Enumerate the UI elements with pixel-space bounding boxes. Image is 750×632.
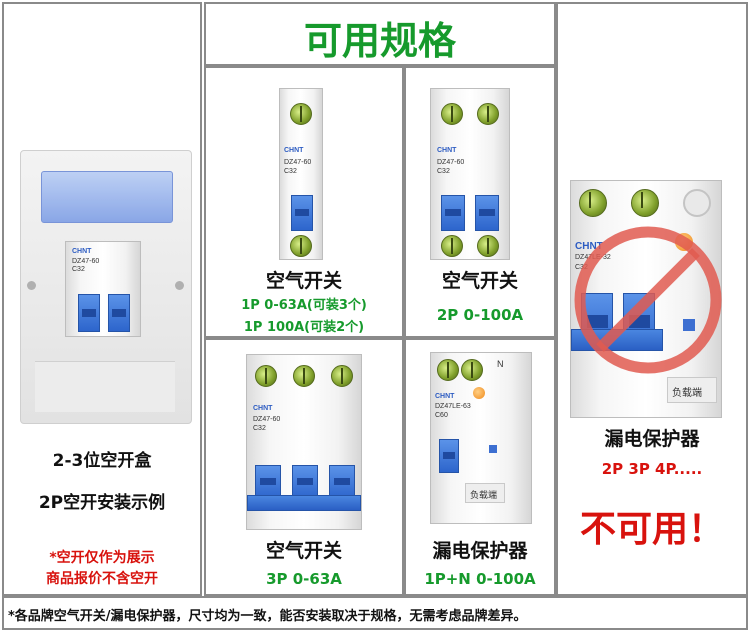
p4-terminal-n: N [497, 359, 504, 369]
breaker-2p-image: CHNT DZ47-60 C32 [430, 88, 510, 260]
prohibited-slash [596, 248, 700, 352]
p1-spec2: 1P 100A(可装2个) [243, 320, 365, 335]
not-usable-warning: 不可用！ [579, 509, 724, 550]
p4-lever [439, 439, 459, 473]
cell-1p-breaker: CHNT DZ47-60 C32 空气开关 1P 0-63A(可装3个) 1P … [204, 66, 404, 338]
screw-top [579, 189, 607, 217]
p4-rating: C60 [435, 412, 448, 419]
cell-3p-breaker: CHNT DZ47-60 C32 空气开关 3P 0-63A [204, 338, 404, 596]
p1-title: 空气开关 [265, 270, 342, 292]
prohibited-ring [574, 226, 722, 374]
screw-top [437, 359, 459, 381]
screw-top [255, 365, 277, 387]
p2-model: DZ47-60 [437, 159, 465, 166]
box-note-line2: 商品报价不含空开 [46, 571, 158, 587]
prohibited-icon [574, 226, 722, 374]
mount-screw-left [27, 281, 36, 290]
p3-model: DZ47-60 [253, 416, 281, 423]
p2-lever-1 [441, 195, 465, 231]
p3-tie-bar [247, 495, 361, 511]
right-load-label: 负载端 [667, 377, 717, 403]
p3-spec: 3P 0-63A [266, 570, 342, 588]
p3-title: 空气开关 [265, 540, 342, 562]
box-panel: CHNT DZ47-60 C32 2-3位空开盒 2P空开安装示例 *空开仅作为… [2, 2, 202, 596]
screw-top [631, 189, 659, 217]
p1-brand: CHNT [284, 147, 304, 154]
terminal-hole [683, 189, 711, 217]
breaker-1p-image: CHNT DZ47-60 C32 [279, 88, 323, 260]
p1-model: DZ47-60 [284, 159, 312, 166]
installed-lever-2 [108, 294, 130, 332]
p4-model: DZ47LE-63 [435, 403, 471, 410]
installed-lever-1 [78, 294, 100, 332]
box-caption-line2: 2P空开安装示例 [38, 493, 166, 513]
right-rating: C32 [575, 264, 588, 271]
footer-note: *各品牌空气开关/漏电保护器，尺寸均为一致，能否安装取决于规格，无需考虑品牌差异… [8, 609, 527, 624]
p2-brand: CHNT [437, 147, 457, 154]
p4-title: 漏电保护器 [432, 540, 528, 562]
footer-panel: *各品牌空气开关/漏电保护器，尺寸均为一致，能否安装取决于规格，无需考虑品牌差异… [2, 596, 748, 630]
cell-2p-breaker: CHNT DZ47-60 C32 空气开关 2P 0-100A [404, 66, 556, 338]
page-title: 可用规格 [303, 19, 456, 63]
indicator-icon [683, 319, 695, 331]
screw-top [331, 365, 353, 387]
box-note-line1: *空开仅作为展示 [49, 550, 155, 566]
transparent-cover [41, 171, 173, 223]
p1-rating: C32 [284, 168, 297, 175]
installed-breaker-2p: CHNT DZ47-60 C32 [65, 241, 141, 337]
p3-lever-3 [329, 465, 355, 499]
screw-top [441, 103, 463, 125]
box-caption-line1: 2-3位空开盒 [52, 451, 152, 471]
right-title: 漏电保护器 [604, 428, 700, 450]
test-button-icon [473, 387, 485, 399]
p3-lever-1 [255, 465, 281, 499]
box-lower-tray [35, 361, 175, 412]
p2-rating: C32 [437, 168, 450, 175]
right-spec: 2P 3P 4P..... [601, 460, 703, 478]
p3-lever-2 [292, 465, 318, 499]
p1-spec1: 1P 0-63A(可装3个) [241, 298, 367, 313]
cell-1pn-rcd: N CHNT DZ47LE-63 C60 负载端 漏电保护器 1P+N 0-10… [404, 338, 556, 596]
right-load-text: 负载端 [672, 388, 702, 399]
screw-top [477, 103, 499, 125]
not-usable-panel: CHNT DZ47LE-32 C32 负载端 漏电保护器 2P 3P 4P...… [556, 2, 748, 596]
breaker-3p-image: CHNT DZ47-60 C32 [246, 354, 362, 530]
installed-rating: C32 [72, 266, 85, 273]
screw-top [293, 365, 315, 387]
breaker-box-image: CHNT DZ47-60 C32 [20, 150, 192, 424]
p1-lever [291, 195, 313, 231]
screw-bottom [477, 235, 499, 257]
header-panel: 可用规格 [204, 2, 556, 66]
p3-brand: CHNT [253, 405, 273, 412]
screw-bottom [290, 235, 312, 257]
p4-load-label: 负载端 [465, 483, 505, 503]
screw-top [461, 359, 483, 381]
installed-model: DZ47-60 [72, 258, 100, 265]
p2-spec: 2P 0-100A [436, 306, 524, 324]
rcd-multipole-image: CHNT DZ47LE-32 C32 负载端 [570, 180, 722, 418]
indicator-icon [489, 445, 497, 453]
rcd-1pn-image: N CHNT DZ47LE-63 C60 负载端 [430, 352, 532, 524]
screw-bottom [441, 235, 463, 257]
mount-screw-right [175, 281, 184, 290]
p4-spec: 1P+N 0-100A [424, 570, 536, 588]
p4-brand: CHNT [435, 393, 455, 400]
installed-brand: CHNT [72, 248, 92, 255]
p2-title: 空气开关 [441, 270, 518, 292]
p2-lever-2 [475, 195, 499, 231]
p4-load-text: 负载端 [470, 491, 498, 501]
p3-rating: C32 [253, 425, 266, 432]
right-brand: CHNT [575, 241, 603, 252]
screw-top [290, 103, 312, 125]
